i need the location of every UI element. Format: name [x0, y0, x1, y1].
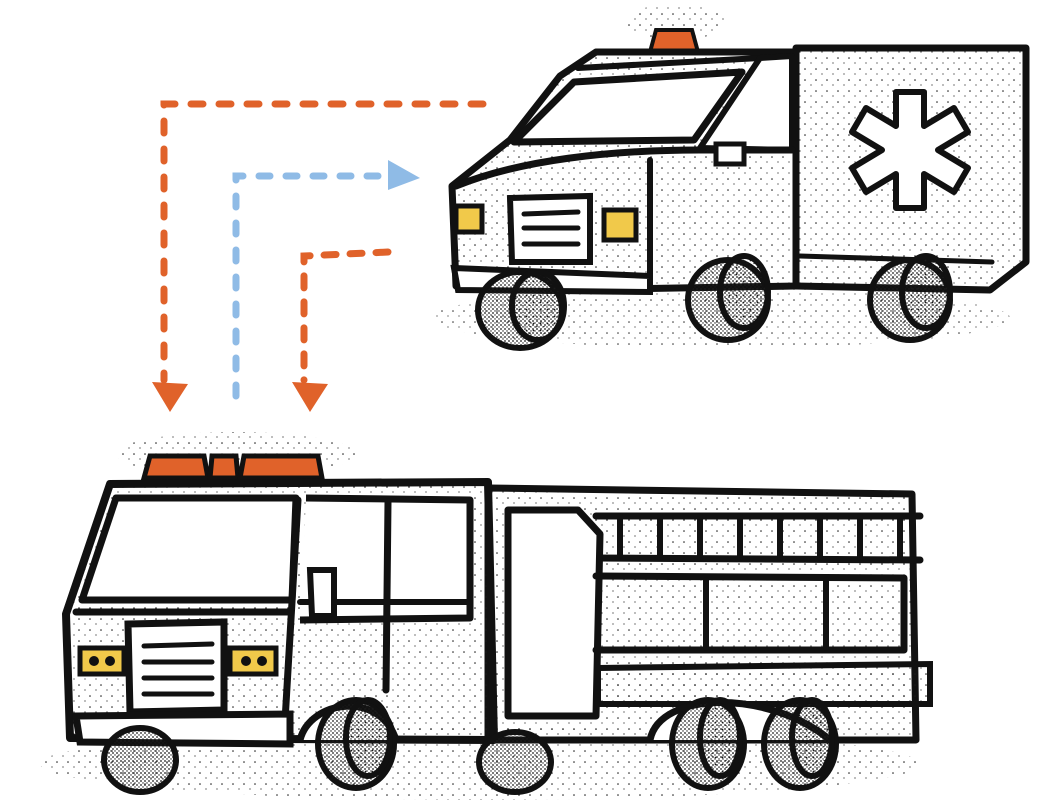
- outer-route-arrow: [152, 100, 487, 412]
- route-arrows: [152, 100, 487, 412]
- fire-truck-siren-icon: [116, 432, 356, 481]
- fire-truck-wheel-front: [101, 725, 179, 795]
- ambulance-wheel-middle: [685, 253, 771, 343]
- fire-truck-grille: [124, 618, 228, 716]
- ambulance-headlight-left: [453, 203, 485, 235]
- fire-truck: [40, 432, 933, 800]
- fire-truck-door-handle: [306, 567, 337, 619]
- fire-truck-ladder: [592, 512, 924, 564]
- fire-truck-headlight-right: [227, 645, 279, 677]
- middle-route-arrowhead: [388, 160, 420, 190]
- fire-truck-wheel-mid: [476, 729, 554, 795]
- fire-truck-windshield: [78, 494, 300, 604]
- ambulance-windshield: [510, 68, 746, 146]
- ambulance: [430, 4, 1030, 351]
- fire-truck-wheel-rear-2: [761, 697, 839, 791]
- fire-truck-headlight-left: [77, 645, 127, 677]
- outer-route-arrowhead: [152, 382, 188, 412]
- ambulance-wheel-front: [475, 269, 567, 351]
- siren-icon: [626, 4, 726, 54]
- inner-route-arrowhead: [292, 382, 328, 412]
- fire-truck-wheel-rear-1: [669, 697, 747, 791]
- middle-route-arrow: [232, 160, 420, 400]
- ambulance-headlight-right: [601, 207, 639, 243]
- ambulance-wheel-rear: [867, 253, 953, 343]
- fire-truck-wheel-cab: [315, 697, 397, 791]
- inner-route-arrow: [292, 248, 392, 412]
- star-of-life-icon: [849, 89, 971, 211]
